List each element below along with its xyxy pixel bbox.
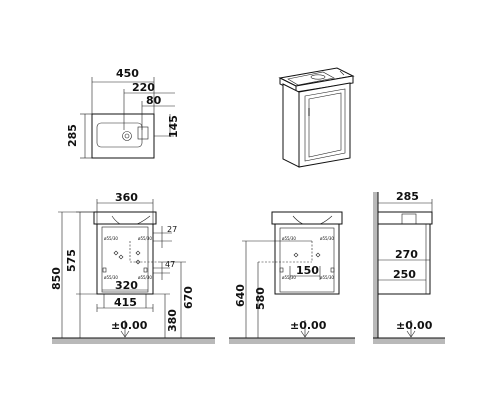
svg-text:ø55/30: ø55/30: [104, 236, 118, 241]
dim-back-150: 150: [296, 264, 319, 277]
dim-front-47: 47: [165, 260, 175, 269]
perspective-door-frame: [304, 88, 346, 162]
dim-front-320: 320: [115, 279, 138, 292]
side-view: 285 270 250 ±0.00: [373, 190, 445, 344]
front-basin-top: [93, 211, 157, 225]
side-wall: [373, 192, 378, 338]
top-view-tap-deck: [137, 126, 149, 140]
svg-text:ø55/30: ø55/30: [282, 236, 296, 241]
front-view: ø55/30 ø55/30 ø55/30 ø55/30 360 27 575: [50, 191, 215, 344]
back-connection-marks: ø55/30 ø55/30 ø55/30 ø55/30: [279, 236, 334, 280]
svg-text:ø55/30: ø55/30: [104, 275, 118, 280]
back-floor: [229, 338, 355, 344]
front-connection-marks: ø55/30 ø55/30 ø55/30 ø55/30: [102, 236, 152, 280]
dim-front-850: 850: [50, 267, 63, 290]
perspective-cabinet-front: [298, 82, 351, 168]
dim-top-220: 220: [132, 81, 155, 94]
back-view: ø55/30 ø55/30 ø55/30 ø55/30 150 640 580 …: [229, 211, 355, 344]
top-view-inner-bowl: [96, 122, 143, 148]
dim-front-415: 415: [114, 296, 137, 309]
front-floor: [52, 338, 215, 344]
front-cabinet: [96, 223, 154, 295]
dim-back-zero: ±0.00: [290, 319, 327, 332]
front-inner-frame: [101, 226, 149, 293]
svg-text:ø55/30: ø55/30: [138, 236, 152, 241]
side-floor: [373, 338, 445, 344]
top-view-drain-center: [124, 133, 130, 139]
perspective-cabinet-side: [282, 83, 300, 168]
dim-front-380: 380: [166, 309, 179, 332]
svg-text:ø55/30: ø55/30: [320, 275, 334, 280]
dim-side-285: 285: [396, 190, 419, 203]
top-view-drain: [122, 131, 132, 141]
back-cabinet: [274, 223, 340, 295]
dim-front-575: 575: [65, 249, 78, 272]
svg-text:ø55/30: ø55/30: [138, 275, 152, 280]
side-cabinet: [377, 223, 431, 295]
top-view-basin-outline: [91, 113, 155, 159]
perspective-door-panel: [308, 92, 342, 158]
dim-side-250: 250: [393, 268, 416, 281]
dim-top-450: 450: [116, 67, 139, 80]
top-view: 450 220 80 285 145: [66, 67, 180, 159]
dim-side-zero: ±0.00: [396, 319, 433, 332]
dim-top-80: 80: [146, 94, 162, 107]
perspective-view: [278, 67, 355, 168]
back-inner-frame: [279, 227, 335, 293]
dim-side-270: 270: [395, 248, 418, 261]
dim-top-145: 145: [167, 115, 180, 138]
dim-front-zero: ±0.00: [111, 319, 148, 332]
dim-front-27: 27: [167, 225, 177, 234]
dim-front-670: 670: [182, 286, 195, 309]
svg-text:ø55/30: ø55/30: [282, 275, 296, 280]
dim-back-580: 580: [254, 287, 267, 310]
back-basin-top: [271, 211, 343, 225]
dim-back-640: 640: [234, 284, 247, 307]
svg-text:ø55/30: ø55/30: [320, 236, 334, 241]
dim-front-360: 360: [115, 191, 138, 204]
dim-top-285: 285: [66, 124, 79, 147]
